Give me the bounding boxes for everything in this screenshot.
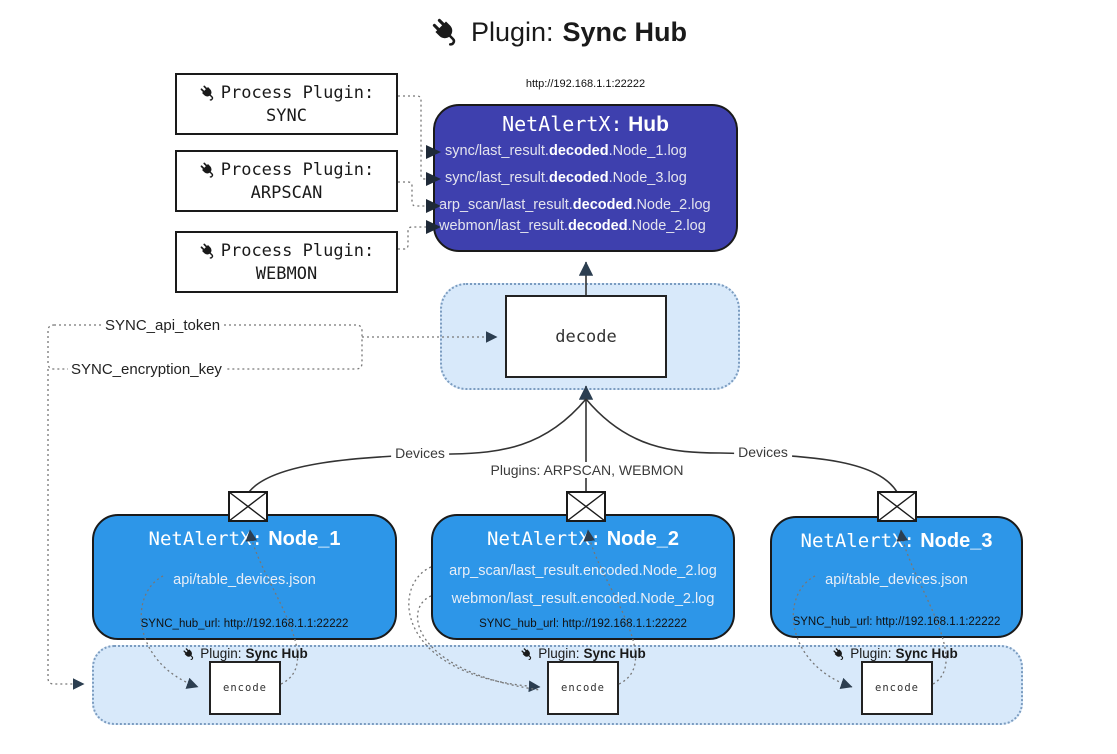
title-prefix: Plugin:: [470, 16, 554, 47]
hub-title-prefix: NetAlertX:: [502, 112, 623, 136]
edge-arpscan-to-hub: [398, 181, 427, 207]
decode-box: decode: [505, 295, 667, 378]
process-plugin-label: Process Plugin:: [220, 159, 375, 180]
plug-icon: [520, 647, 534, 661]
process-plugin-arpscan: Process Plugin: ARPSCAN: [175, 150, 398, 212]
edge-webmon-to-hub: [398, 226, 427, 250]
process-plugin-name: WEBMON: [255, 263, 318, 284]
envelope-icon: [877, 491, 917, 522]
hub-log-line: sync/last_result.decoded.Node_1.log: [445, 143, 687, 159]
encode-box: encode: [209, 661, 281, 715]
node-content-line: arp_scan/last_result.encoded.Node_2.log: [449, 563, 717, 579]
hub-box: [433, 104, 738, 252]
node-3-box: NetAlertX: Node_3 api/table_devices.json…: [770, 516, 1023, 638]
node-title: NetAlertX: Node_2: [487, 528, 679, 550]
edge-label-plugins: Plugins: ARPSCAN, WEBMON: [486, 462, 688, 478]
node-hub-url: SYNC_hub_url: http://192.168.1.1:22222: [140, 618, 349, 630]
node-content-line: webmon/last_result.encoded.Node_2.log: [451, 591, 715, 607]
encoder-plugin-label: Plugin: Sync Hub: [832, 646, 958, 661]
hub-log-line: webmon/last_result.decoded.Node_2.log: [439, 218, 706, 234]
process-plugin-webmon: Process Plugin: WEBMON: [175, 231, 398, 293]
edge-settings-to-encoders: [47, 369, 85, 690]
process-plugin-label: Process Plugin:: [220, 240, 375, 261]
hub-log-line: arp_scan/last_result.decoded.Node_2.log: [439, 197, 711, 213]
plug-icon: [430, 16, 462, 48]
encode-box: encode: [547, 661, 619, 715]
sync-encryption-key-label: SYNC_encryption_key: [68, 361, 225, 378]
node-hub-url: SYNC_hub_url: http://192.168.1.1:22222: [792, 616, 1001, 628]
process-plugin-label: Process Plugin:: [220, 82, 375, 103]
process-plugin-sync: Process Plugin: SYNC: [175, 73, 398, 135]
hub-log-line: sync/last_result.decoded.Node_3.log: [445, 170, 687, 186]
node-title: NetAlertX: Node_3: [800, 530, 993, 552]
plug-icon: [199, 161, 217, 179]
edge-sync-to-hub: [398, 95, 427, 180]
edge-label-devices-left: Devices: [391, 445, 449, 461]
hub-title-name: Hub: [628, 113, 669, 136]
page-title: Plugin: Sync Hub: [0, 16, 1117, 48]
envelope-icon: [566, 491, 606, 522]
plug-icon: [199, 84, 217, 102]
edge-label-devices-right: Devices: [734, 444, 792, 460]
sync-api-token-label: SYNC_api_token: [102, 317, 224, 334]
hub-url: http://192.168.1.1:22222: [525, 78, 646, 90]
node-title: NetAlertX: Node_1: [148, 528, 341, 550]
plug-icon: [832, 647, 846, 661]
encode-box: encode: [861, 661, 933, 715]
node-content-line: api/table_devices.json: [173, 572, 316, 588]
plug-icon: [199, 242, 217, 260]
encoder-plugin-label: Plugin: Sync Hub: [520, 646, 646, 661]
node-content-line: api/table_devices.json: [825, 572, 968, 588]
process-plugin-name: ARPSCAN: [250, 182, 323, 203]
node-2-box: NetAlertX: Node_2 arp_scan/last_result.e…: [431, 514, 735, 640]
node-1-box: NetAlertX: Node_1 api/table_devices.json…: [92, 514, 397, 640]
hub-title: NetAlertX: Hub: [433, 112, 738, 137]
process-plugin-name: SYNC: [266, 105, 307, 126]
envelope-icon: [228, 491, 268, 522]
node-hub-url: SYNC_hub_url: http://192.168.1.1:22222: [479, 618, 687, 630]
encoder-plugin-label: Plugin: Sync Hub: [182, 646, 308, 661]
plug-icon: [182, 647, 196, 661]
title-name: Sync Hub: [562, 16, 688, 47]
